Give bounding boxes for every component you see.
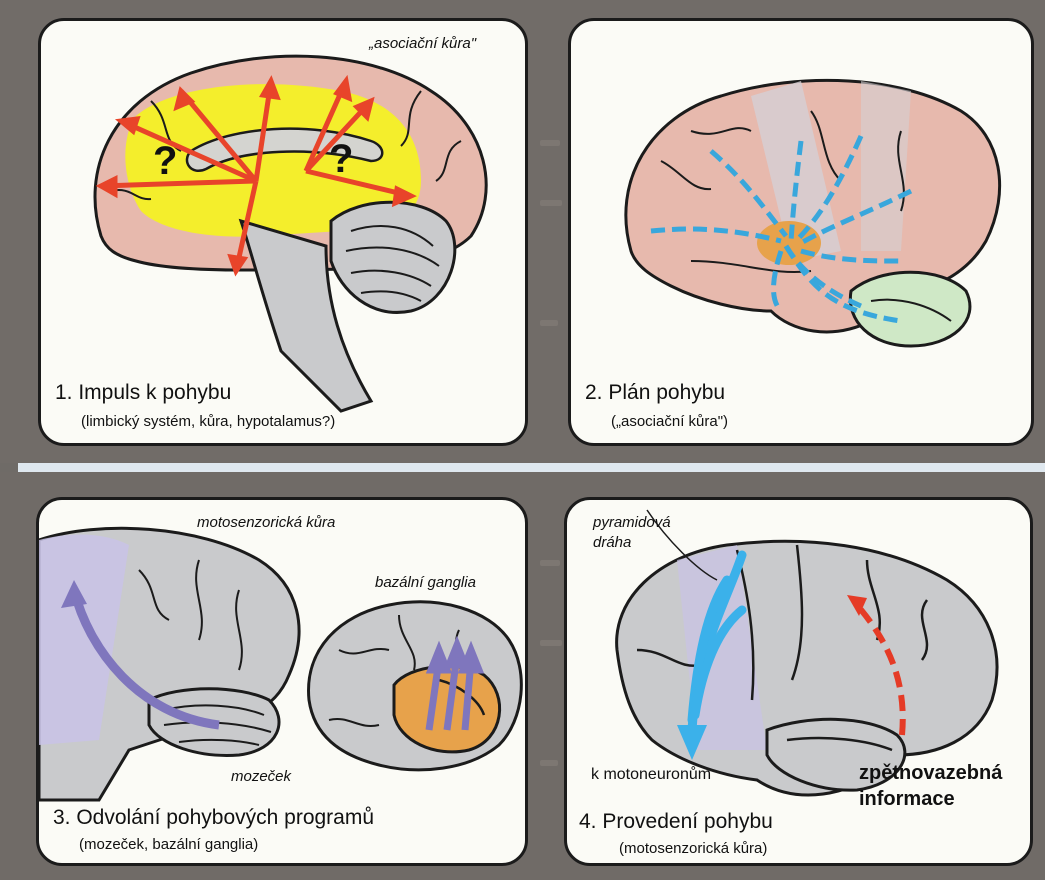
question-mark-left: ? <box>153 139 177 184</box>
panel-plan: 2. Plán pohybu („asociační kůra") <box>568 18 1034 446</box>
basal-ganglia-label: bazální ganglia <box>375 574 476 591</box>
feedback-label-2: informace <box>859 788 955 811</box>
feedback-label-1: zpětnovazebná <box>859 762 1002 785</box>
panel-2-title: 2. Plán pohybu <box>585 381 725 405</box>
panel-4-subtitle: (motosenzorická kůra) <box>619 840 767 857</box>
panel-3-subtitle: (mozeček, bazální ganglia) <box>79 836 258 853</box>
association-cortex-label: „asociační kůra" <box>369 35 476 52</box>
pyramidal-tract-label-2: dráha <box>593 534 631 551</box>
panel-2-subtitle: („asociační kůra") <box>611 413 728 430</box>
panel-execution: pyramidová dráha k motoneuronům zpětnova… <box>564 497 1033 866</box>
panel-1-title: 1. Impuls k pohybu <box>55 381 231 405</box>
motor-cortex-label: motosenzorická kůra <box>197 514 335 531</box>
to-motoneurons-label: k motoneuronům <box>591 766 711 784</box>
pyramidal-tract-label-1: pyramidová <box>593 514 671 531</box>
panel-impulse: „asociační kůra" ? ? 1. Impuls k pohybu … <box>38 18 528 446</box>
cerebellum-label: mozeček <box>231 768 291 785</box>
panel-3-title: 3. Odvolání pohybových programů <box>53 806 374 830</box>
panel-4-title: 4. Provedení pohybu <box>579 810 773 834</box>
panel-recall: motosenzorická kůra bazální ganglia moze… <box>36 497 528 866</box>
panel-1-subtitle: (limbický systém, kůra, hypotalamus?) <box>81 413 335 430</box>
question-mark-right: ? <box>329 137 353 182</box>
